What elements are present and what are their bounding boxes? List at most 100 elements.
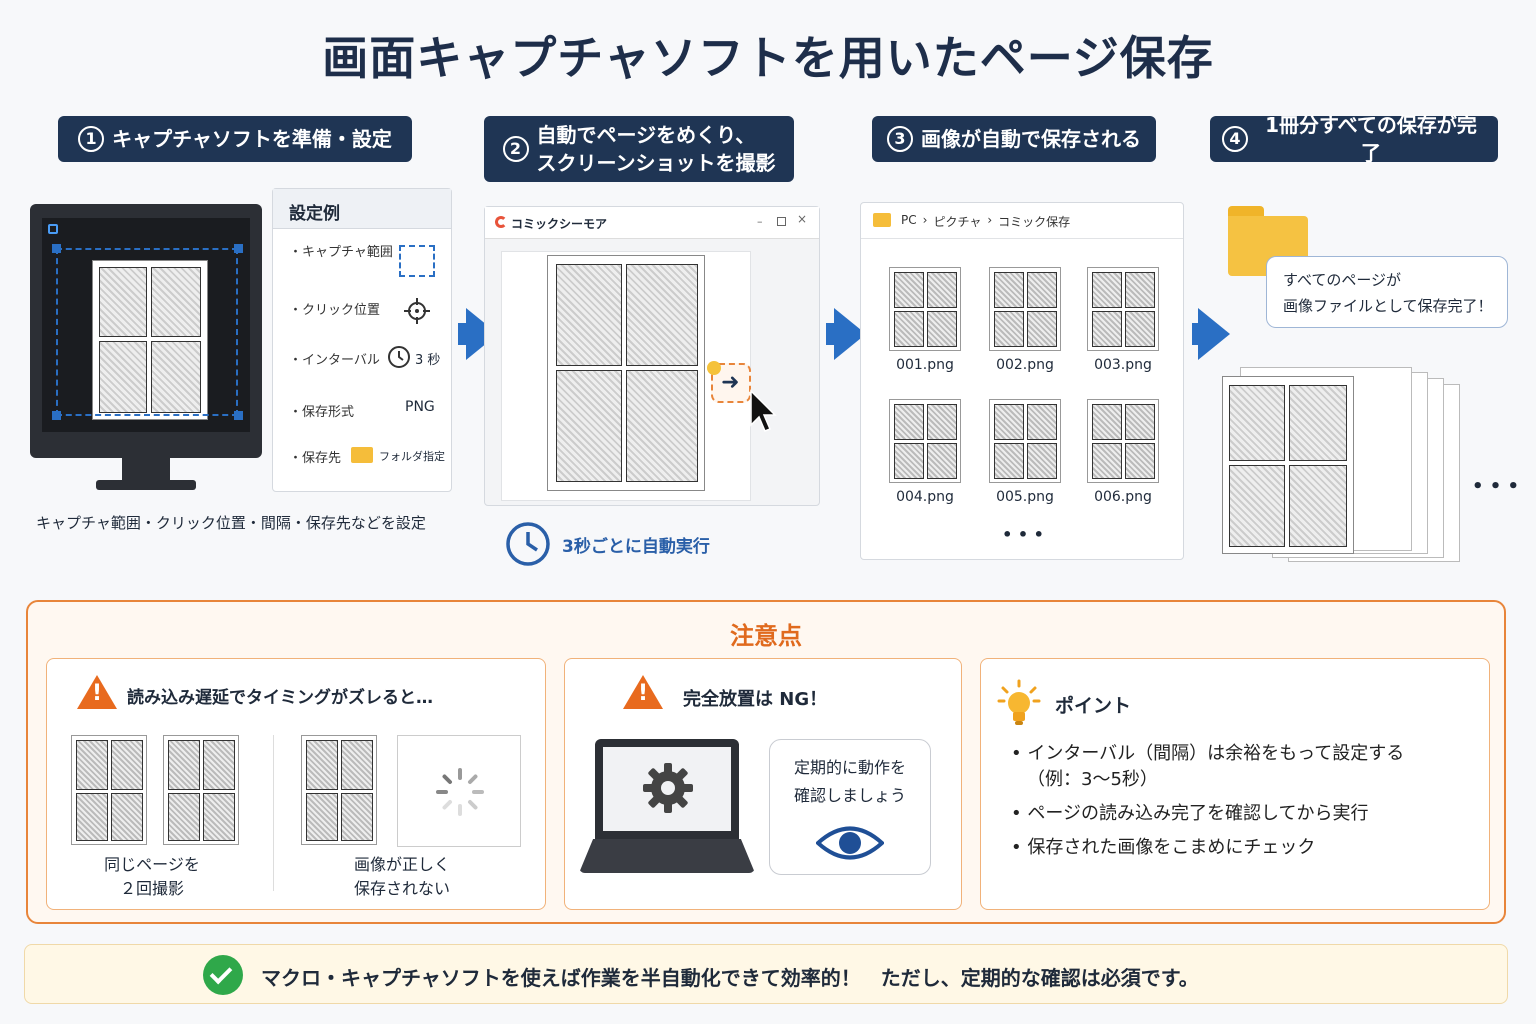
monitor-manga-page [92,260,208,420]
monitor-illustration [30,204,262,490]
bullet-text: 保存された画像をこまめにチェック [1027,837,1316,858]
gear-icon [643,763,693,813]
laptop-illustration [595,739,739,839]
explorer-folder-icon [873,213,891,227]
chevron-right-icon: › [987,213,993,227]
point-bullet-1: • インターバル（間隔）は余裕をもって設定する [1011,743,1405,764]
complete-line1: すべてのページが [1283,271,1402,289]
bullet-text: ページの読み込み完了を確認してから実行 [1027,803,1369,824]
breadcrumb-comic[interactable]: コミック保存 [998,215,1071,229]
step-2-text-line2: スクリーンショットを撮影 [536,151,776,175]
check-circle-icon [203,955,243,995]
window-close-icon[interactable]: × [797,212,808,226]
breadcrumb: PC › ピクチャ › コミック保存 [901,213,1070,230]
eye-icon [816,826,884,860]
caution-title: 注意点 [730,622,802,650]
step-2-text-line1: 自動でページをめくり、 [536,123,756,147]
step-3-text: 画像が自動で保存される [921,127,1141,151]
mouse-cursor-icon [750,389,777,432]
lightbulb-icon [997,679,1041,725]
page-title: 画面キャプチャソフトを用いたページ保存 [322,31,1214,85]
auto-run-text: 3秒ごとに自動実行 [562,537,710,557]
point-bullet-1-sub: （例：3～5秒） [1027,769,1158,790]
settings-row-capture-range: ・キャプチャ範囲 [289,245,393,260]
caution-box3-heading: ポイント [1055,695,1132,717]
crosshair-icon [404,298,430,324]
step-4-label: 4 1冊分すべての保存が完了 [1210,113,1498,165]
chevron-right-icon: › [922,213,928,227]
viewer-app-name: コミックシーモア [511,217,608,231]
caution-section: 注意点 ! 読み込み遅延でタイミングがズレると… 同じページを ２回撮影 [26,600,1506,924]
file-name: 004.png [896,489,954,505]
breadcrumb-pc[interactable]: PC [901,213,917,227]
stack-top-page [1222,376,1354,554]
settings-row-format: ・保存形式 [289,405,355,420]
viewer-window: コミックシーモア – × ➜ [484,206,820,506]
explorer-ellipsis: • • • [1002,525,1044,544]
caution-box-timing: ! 読み込み遅延でタイミングがズレると… 同じページを ２回撮影 [46,658,546,910]
caption-line: 保存されない [353,879,450,898]
check-bubble-line1: 定期的に動作を [793,758,906,777]
point-bullet-3: • 保存された画像をこまめにチェック [1011,837,1316,858]
summary-footer: マクロ・キャプチャソフトを使えば作業を半自動化できて効率的！ ただし、定期的な確… [24,944,1508,1004]
caption-line: 同じページを [104,855,200,874]
file-name: 002.png [996,357,1054,373]
settings-caption: キャプチャ範囲・クリック位置・間隔・保存先などを設定 [36,514,426,532]
app-icon [48,224,58,234]
divider [273,735,274,891]
settings-interval-value: 3 秒 [415,353,441,368]
settings-row-click-position: ・クリック位置 [289,303,381,318]
loading-page [397,735,521,847]
settings-format-value: PNG [405,399,435,415]
caution-box1-heading: 読み込み遅延でタイミングがズレると… [127,688,433,708]
step-1-number: 1 [78,126,105,152]
step-2-number: 2 [502,136,529,162]
caption-line: ２回撮影 [119,879,184,898]
caution-box-unattended: ! 完全放置は NG！ 定期 [564,658,962,910]
bullet-text: インターバル（間隔）は余裕をもって設定する [1027,743,1405,764]
file-name: 003.png [1094,357,1152,373]
page-stack [1222,364,1462,564]
step-3-label: 3 画像が自動で保存される [872,116,1156,162]
settings-header: 設定例 [289,204,340,224]
flow-arrow-3 [1192,308,1230,360]
settings-row-interval: ・インターバル [289,353,380,368]
caution-box-points: ポイント • インターバル（間隔）は余裕をもって設定する （例：3～5秒） • … [980,658,1490,910]
point-bullet-2: • ページの読み込み完了を確認してから実行 [1011,803,1369,824]
step-4-text: 1冊分すべての保存が完了 [1265,113,1477,165]
dashed-rect-icon [399,245,435,277]
auto-clock-icon [506,522,550,566]
monitor-stand [96,480,196,490]
capture-range-rect [56,248,238,416]
check-bubble-line2: 確認しましょう [793,786,906,805]
summary-text: マクロ・キャプチャソフトを使えば作業を半自動化できて効率的！ ただし、定期的な確… [261,966,1199,990]
complete-line2: 画像ファイルとして保存完了！ [1283,297,1493,315]
file-name: 005.png [996,489,1054,505]
step-3-number: 3 [887,126,913,152]
step-2-label: 2 自動でページをめくり、 スクリーンショットを撮影 [484,116,794,182]
window-maximize-icon[interactable] [777,217,786,226]
viewer-manga-page [547,255,705,491]
settings-row-destination: ・保存先 [289,451,342,466]
window-minimize-icon[interactable]: – [757,215,763,228]
file-name: 006.png [1094,489,1152,505]
caption-line: 画像が正しく [353,855,450,874]
warning-icon [623,675,663,709]
loading-spinner-icon [436,768,484,816]
folder-icon [351,447,373,463]
step-1-label: 1 キャプチャソフトを準備・設定 [58,116,412,162]
laptop-keyboard [579,839,755,873]
caution-box2-heading: 完全放置は NG！ [683,689,828,710]
app-logo-icon [495,216,507,228]
stack-ellipsis: • • • [1472,476,1520,497]
settings-destination-value: フォルダ指定 [379,450,445,463]
file-explorer-window: PC › ピクチャ › コミック保存 001.png 002.png 003.p… [860,202,1184,560]
breadcrumb-pictures[interactable]: ピクチャ [933,215,982,229]
settings-card: 設定例 ・キャプチャ範囲 ・クリック位置 ・インターバル 3 秒 ・保存形式 P… [272,188,452,492]
warning-icon [77,675,117,709]
file-name: 001.png [896,357,954,373]
caution-box1-right-caption: 画像が正しく 保存されない [327,853,477,901]
clock-icon [388,346,410,368]
caution-box1-left-caption: 同じページを ２回撮影 [87,853,217,901]
next-page-button[interactable]: ➜ [707,361,751,403]
